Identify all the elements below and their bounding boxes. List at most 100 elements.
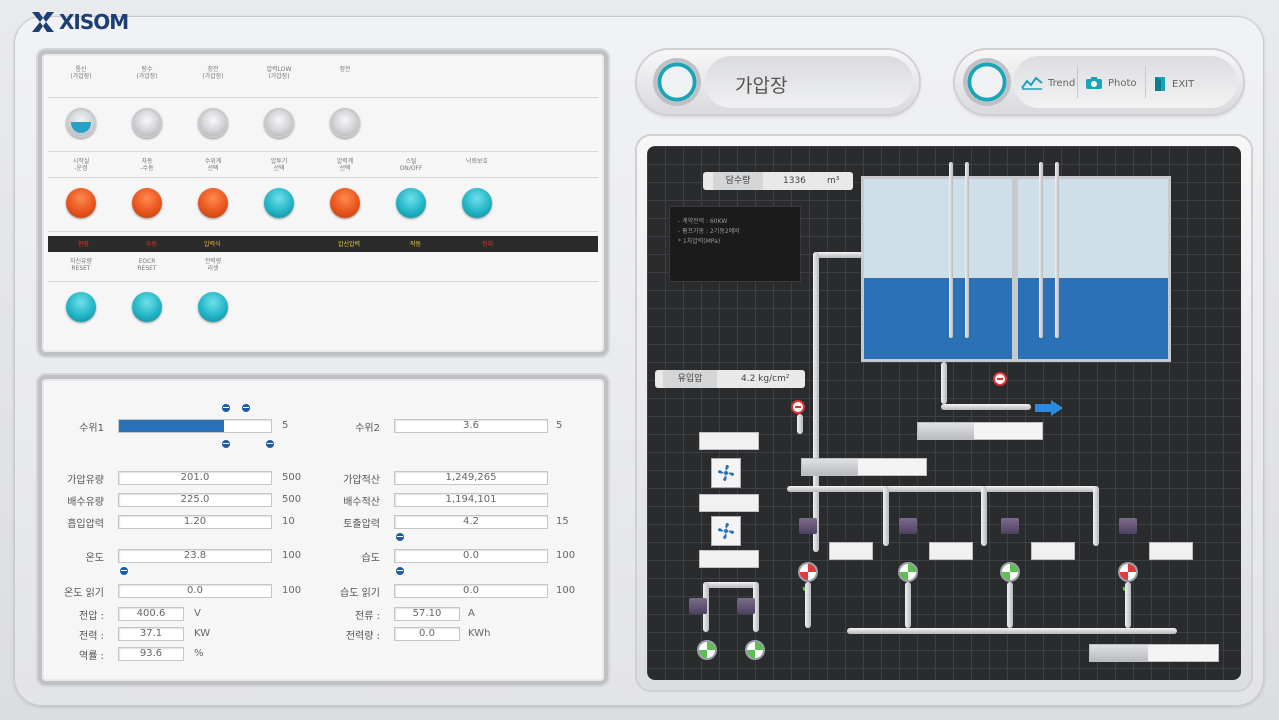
level1-label: 수위1 — [79, 423, 104, 434]
pipe — [883, 486, 889, 546]
control-lamp-button[interactable] — [198, 188, 228, 218]
trend-label: Trend — [1048, 77, 1076, 89]
control-label: 스틸 ON/OFF — [378, 158, 444, 172]
reservoir-volume-chip: 담수량 1336 m³ — [703, 172, 853, 190]
control-label: 압력계 선택 — [312, 158, 378, 172]
control-lamp-button[interactable] — [396, 188, 426, 218]
control-lamp-button[interactable] — [462, 188, 492, 218]
row2-lamps — [48, 178, 598, 232]
power-factor-label: 역률 : — [79, 651, 104, 662]
outlet-pressure-max: 15 — [556, 516, 569, 527]
info-box: - 계약전력 : 60KW - 펌프가동 : 2기동2예비 * 1차압력(MPa… — [669, 206, 801, 282]
level-probe — [965, 162, 969, 338]
humidity-marker[interactable] — [396, 567, 404, 575]
exit-door-icon — [1155, 77, 1165, 91]
current-label: 전류 : — [355, 611, 380, 622]
water-tank — [861, 176, 1171, 362]
pressurized-total-label: 가압적산 — [343, 475, 380, 486]
control-valve-icon[interactable] — [1000, 562, 1020, 582]
control-label: 수위계 선택 — [180, 158, 246, 172]
nav-bar: Trend Photo EXIT — [955, 50, 1243, 114]
tank-divider — [1012, 179, 1018, 359]
control-lamp-button[interactable] — [198, 292, 228, 322]
row1-header — [48, 60, 598, 98]
humidity-marker[interactable] — [396, 533, 404, 541]
level1-setpoint-marker[interactable] — [222, 404, 230, 412]
control-label-text: 정전 — [339, 66, 351, 73]
level1-setpoint-marker[interactable] — [222, 440, 230, 448]
readout-box — [699, 494, 759, 512]
row3-lamps — [48, 282, 598, 334]
status-text: 작동 — [410, 241, 422, 248]
pipe — [813, 252, 863, 258]
pressurized-flow-value: 201.0 — [118, 471, 272, 485]
station-title-bar: 가압장 — [637, 50, 919, 114]
level1-max: 5 — [282, 420, 289, 431]
level2-value: 3.6 — [394, 419, 548, 433]
pressure-switch-icon[interactable] — [791, 400, 805, 414]
pressure-switch-icon[interactable] — [993, 372, 1007, 386]
current-value: 57.10 — [394, 607, 460, 621]
level1-setpoint-marker[interactable] — [266, 440, 274, 448]
logo-text: XISOM — [59, 10, 129, 34]
photo-button[interactable]: Photo — [1085, 76, 1137, 90]
humidity-setting-max: 100 — [556, 585, 576, 596]
status-text: 압력식 — [204, 241, 221, 248]
control-lamp-button[interactable] — [330, 108, 360, 138]
trend-button[interactable]: Trend — [1021, 76, 1075, 90]
control-valve-icon[interactable] — [1118, 562, 1138, 582]
voltage-value: 400.6 — [118, 607, 184, 621]
fan-icon[interactable] — [711, 458, 741, 488]
power-label: 전력 : — [79, 631, 104, 642]
control-label-text: 압투기 선택 — [270, 158, 288, 172]
level1-setpoint-marker[interactable] — [242, 404, 250, 412]
drain-flow-value: 225.0 — [118, 493, 272, 507]
pressurized-flow-label: 가압유량 — [67, 475, 104, 486]
photo-label: Photo — [1108, 77, 1137, 89]
info-line: - 펌프가동 : 2기동2예비 — [678, 228, 740, 235]
control-toggle[interactable] — [917, 422, 1043, 440]
control-toggle[interactable] — [1089, 644, 1219, 662]
control-label-text: 수위계 선택 — [204, 158, 222, 172]
control-valve-icon[interactable] — [798, 562, 818, 582]
pump-valve-icon[interactable] — [745, 640, 765, 660]
temperature-marker[interactable] — [120, 567, 128, 575]
control-lamp-button[interactable] — [132, 188, 162, 218]
valve-actuator — [899, 518, 917, 534]
pipe — [905, 582, 911, 628]
exit-button[interactable]: EXIT — [1153, 76, 1194, 92]
control-lamp-button[interactable] — [264, 188, 294, 218]
control-toggle[interactable] — [801, 458, 927, 476]
outflow-arrow-icon — [1035, 400, 1063, 420]
pressurized-total-value: 1,249,265 — [394, 471, 548, 485]
control-lamp-button[interactable] — [264, 108, 294, 138]
control-lamp-button[interactable] — [132, 108, 162, 138]
pump-valve-icon[interactable] — [697, 640, 717, 660]
control-lamp-button[interactable] — [198, 108, 228, 138]
control-valve-icon[interactable] — [898, 562, 918, 582]
pipe — [941, 362, 947, 404]
pipe — [703, 582, 759, 588]
humidity-value: 0.0 — [394, 549, 548, 563]
row2-header — [48, 152, 598, 178]
control-label-text: 시작실 -운정 — [72, 158, 90, 172]
camera-icon — [1086, 77, 1102, 89]
power-factor-unit: % — [194, 648, 204, 659]
control-label: 시작실 -운정 — [48, 158, 114, 172]
control-lamp-button[interactable] — [66, 188, 96, 218]
humidity-setting-label: 습도 읽기 — [340, 588, 380, 599]
control-lamp-button[interactable] — [132, 292, 162, 322]
control-lamp-button[interactable] — [66, 292, 96, 322]
control-label-text: EOCR RESET — [137, 258, 157, 272]
drain-total-value: 1,194,101 — [394, 493, 548, 507]
status-text: 압신압력 — [338, 241, 361, 248]
control-lamp-button[interactable] — [66, 108, 96, 138]
page-title: 가압장 — [735, 75, 788, 97]
inlet-pressure-chip-value: 4.2 kg/cm² — [741, 374, 790, 384]
control-label: 자동 -수동 — [114, 158, 180, 172]
fan-icon[interactable] — [711, 516, 741, 546]
logo-mark-icon — [30, 9, 56, 35]
control-lamp-button[interactable] — [330, 188, 360, 218]
